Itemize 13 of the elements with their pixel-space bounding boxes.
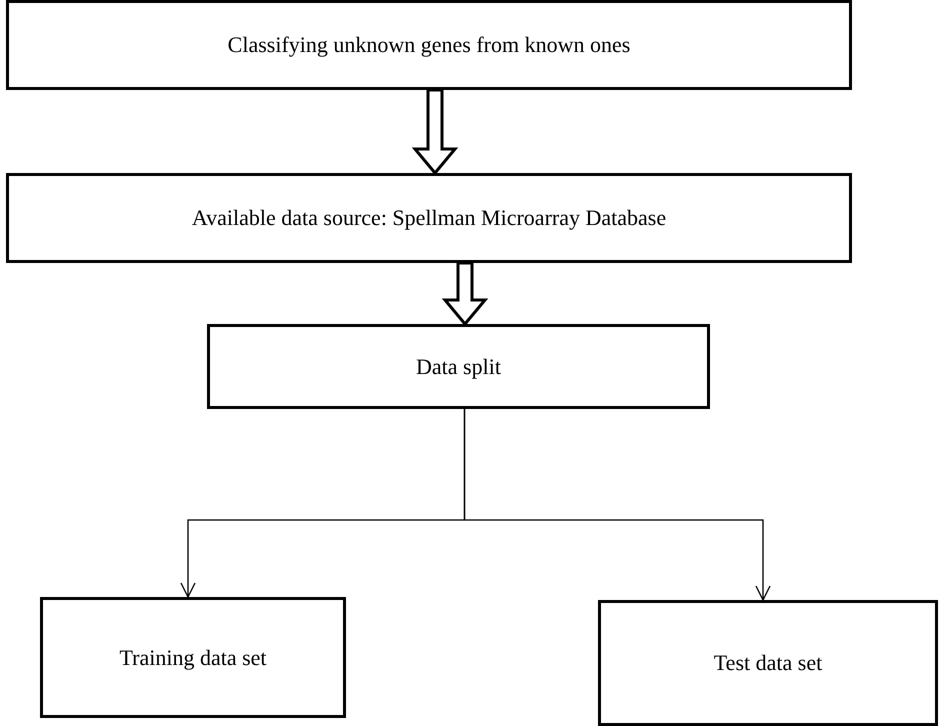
box-label: Classifying unknown genes from known ones — [228, 32, 630, 58]
arrow — [464, 409, 771, 601]
box-label: Training data set — [119, 644, 267, 670]
hollow-arrow — [442, 262, 488, 326]
process-box — [207, 324, 710, 409]
box-label: Available data source: Spellman Microarray Database — [192, 205, 666, 231]
process-box — [40, 597, 346, 718]
box-label: Test data set — [714, 650, 822, 676]
process-box — [6, 173, 852, 263]
process-box — [6, 0, 852, 90]
process-box — [598, 600, 938, 726]
hollow-arrow — [412, 88, 458, 176]
box-label: Data split — [416, 354, 501, 380]
